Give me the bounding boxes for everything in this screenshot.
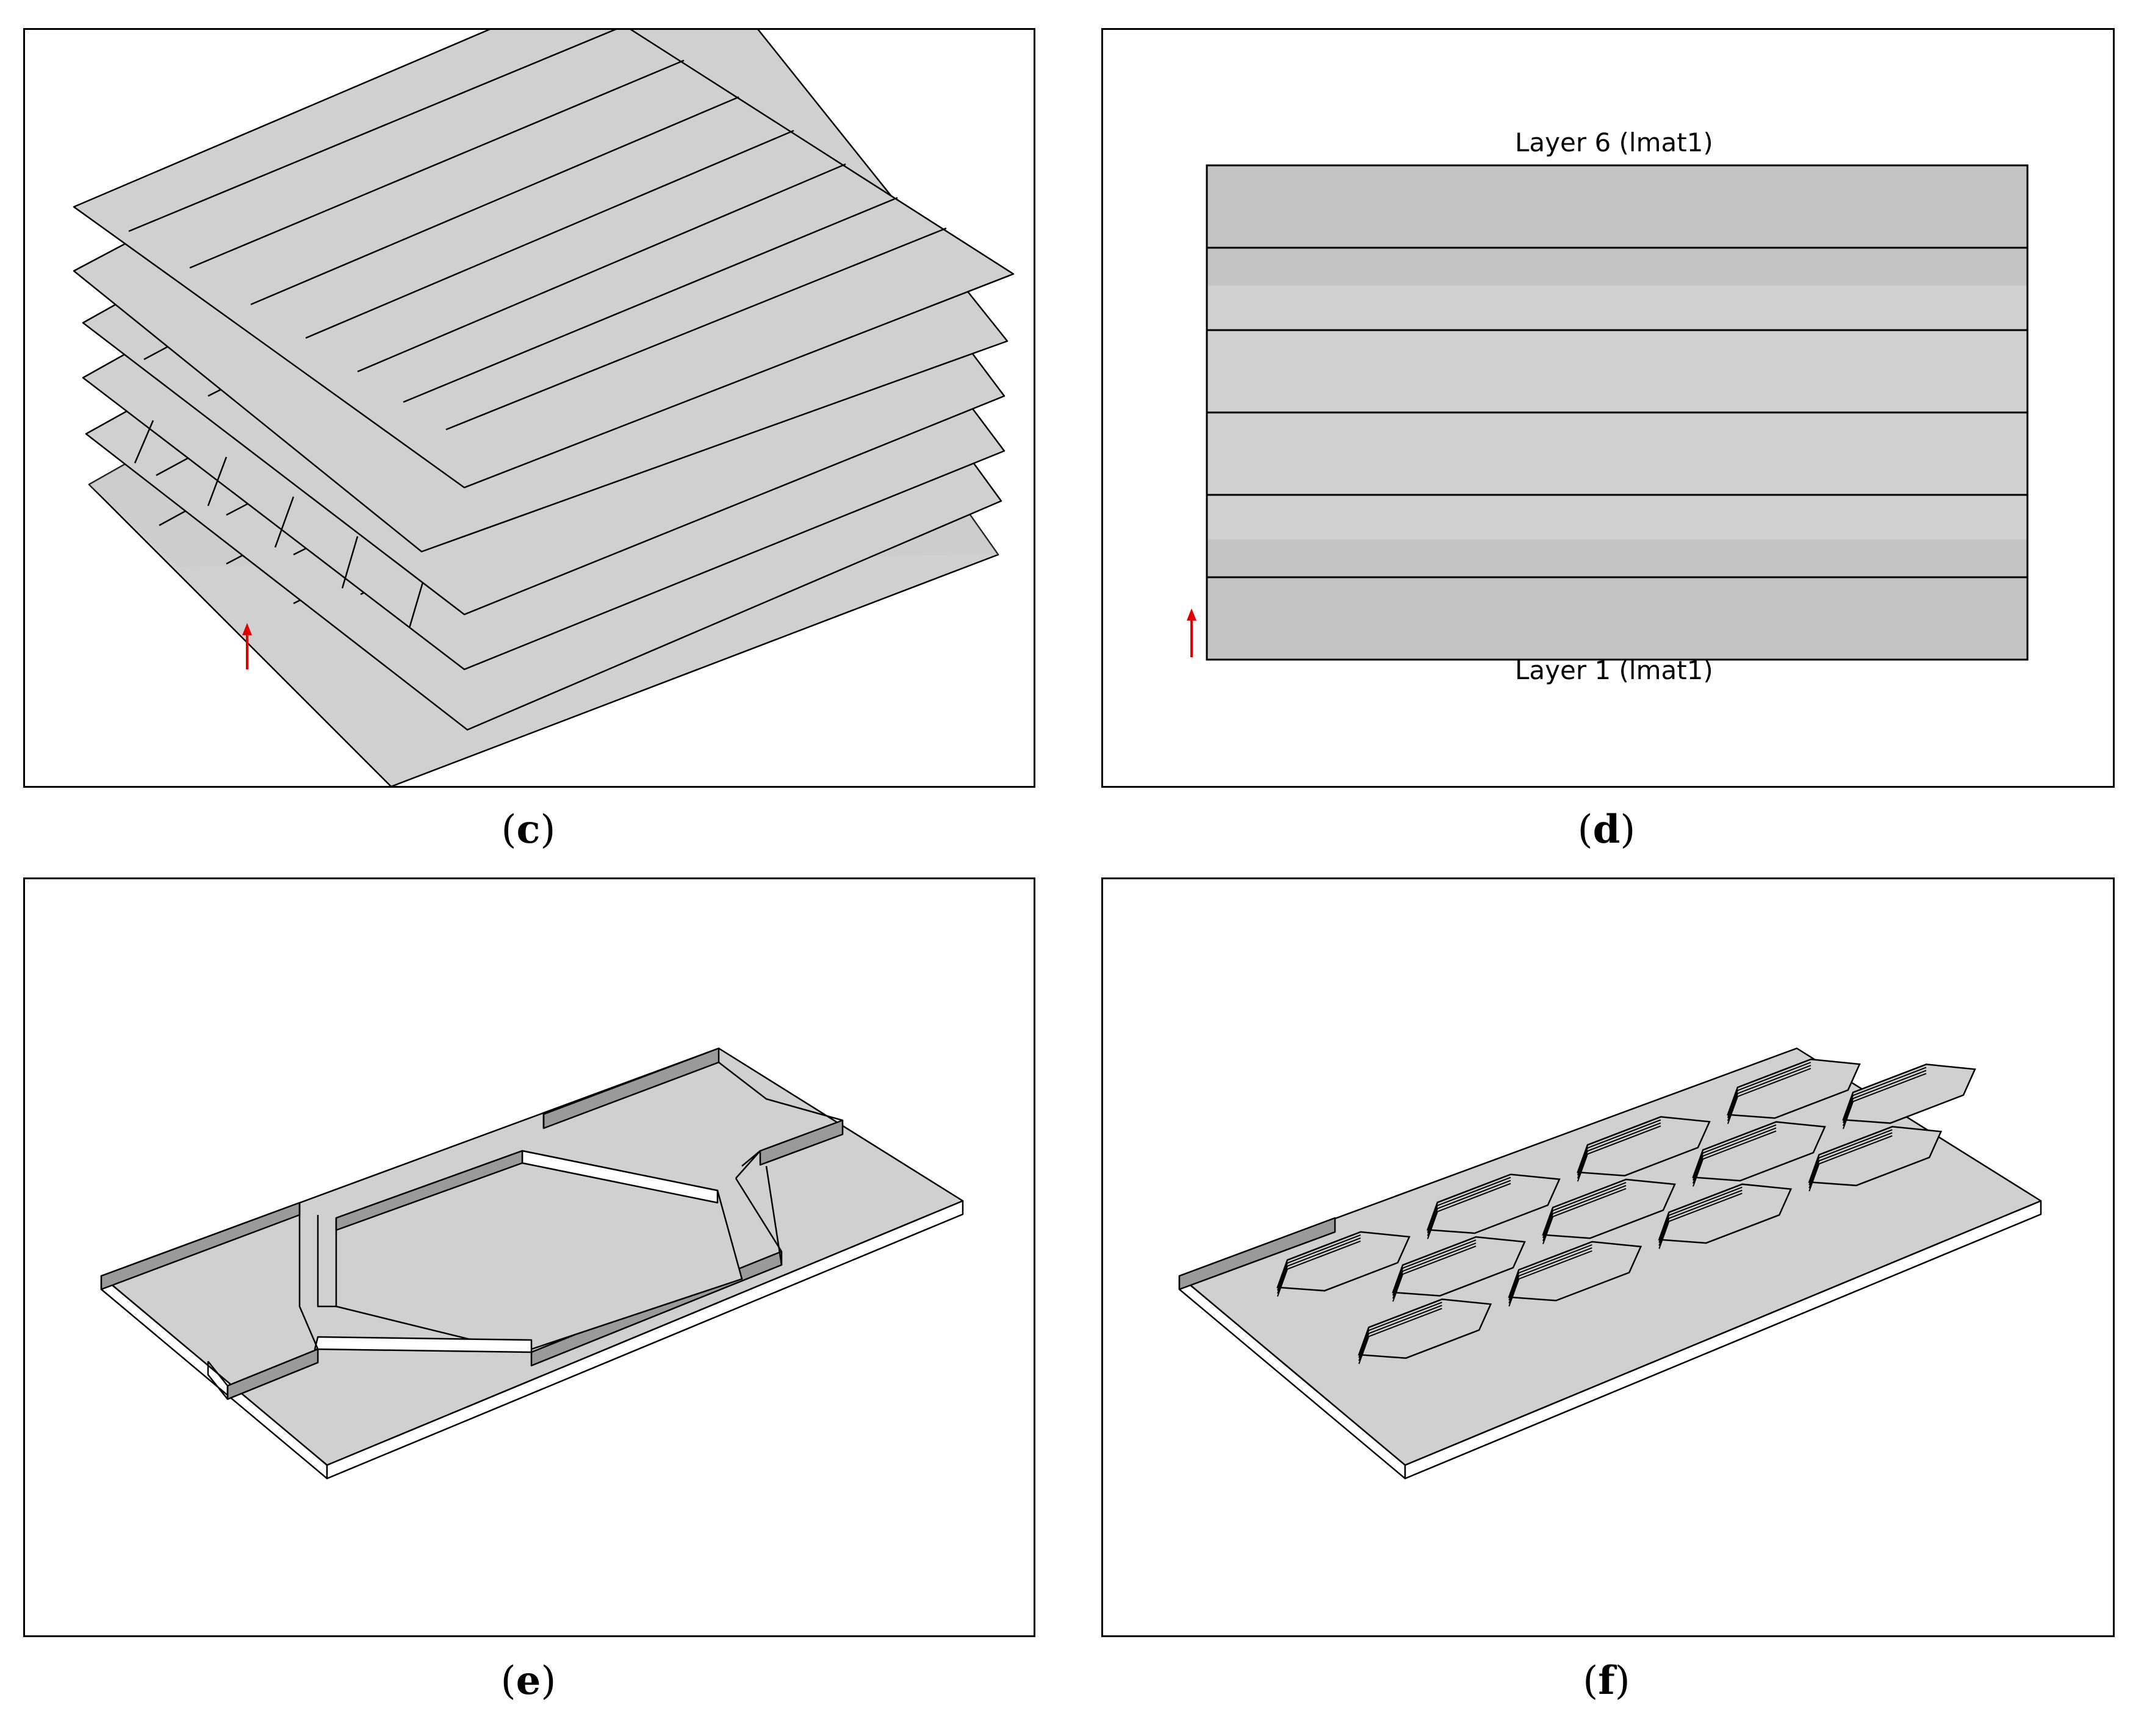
cell-wall-layer	[1692, 1127, 1777, 1184]
cell-wall-layer	[1542, 1187, 1627, 1245]
cell-wall-layer	[1508, 1244, 1592, 1301]
caption-d: (d)	[1577, 807, 1636, 852]
honeycomb-cell	[1727, 1058, 1861, 1119]
honeycomb-cell	[1392, 1236, 1526, 1297]
panel-f-drawing	[1178, 1047, 2042, 1480]
cell-wall-layer	[1358, 1302, 1442, 1358]
cell-wall-layer	[1508, 1250, 1592, 1307]
cell-wall-layer	[1276, 1237, 1361, 1294]
caption-f: (f)	[1583, 1658, 1630, 1704]
cell-wall-layer	[1658, 1192, 1743, 1249]
layer-1-label: Layer 1 (lmat1)	[1515, 655, 1713, 685]
panel-e-drawing	[100, 1047, 964, 1480]
cell-wall-layer	[1358, 1308, 1442, 1364]
cell-wall-layer	[1843, 1070, 1927, 1126]
honeycomb-cells	[1276, 1058, 1976, 1364]
panel-e-single-hexagon-cell	[23, 877, 1035, 1637]
honeycomb-cell	[1808, 1126, 1943, 1187]
honeycomb-cell	[1577, 1116, 1711, 1176]
honeycomb-cell	[1276, 1231, 1411, 1292]
layer-stack	[1206, 164, 2029, 661]
cell-wall-layer	[1843, 1067, 1927, 1123]
honeycomb-cell	[1692, 1121, 1826, 1182]
cell-wall-layer	[1577, 1122, 1661, 1179]
cell-wall-layer	[1276, 1234, 1361, 1291]
cell-wall-layer	[1508, 1247, 1592, 1304]
panel-f-honeycomb-panel	[1101, 877, 2115, 1637]
cell-wall-layer	[1392, 1245, 1477, 1302]
honeycomb-cell	[1842, 1064, 1976, 1124]
cell-wall-layer	[1692, 1130, 1777, 1187]
caption-c: (c)	[501, 807, 556, 852]
caption-e: (e)	[500, 1658, 556, 1704]
cell-wall-layer	[1843, 1073, 1927, 1129]
cell-wall-layer	[1392, 1242, 1477, 1299]
panel-c-drawing	[73, 30, 1015, 786]
axis-arrow	[242, 623, 252, 669]
cell-wall-layer	[1426, 1183, 1511, 1239]
cell-wall-layer	[1358, 1305, 1442, 1361]
honeycomb-cell	[1508, 1241, 1642, 1302]
honeycomb-cell	[1426, 1173, 1561, 1234]
cell-wall-layer	[1727, 1062, 1811, 1118]
cell-wall-layer	[1276, 1240, 1361, 1297]
layer-6-plate	[73, 30, 1015, 489]
cell-wall-layer	[1808, 1129, 1893, 1186]
honeycomb-cell	[1542, 1178, 1676, 1239]
cell-wall-layer	[1542, 1181, 1627, 1239]
cell-wall-layer	[1658, 1189, 1743, 1246]
panel-c-stacked-layers	[23, 28, 1035, 788]
axis-arrow	[1187, 608, 1196, 657]
cell-wall-layer	[1727, 1068, 1811, 1125]
honeycomb-cell	[1658, 1183, 1793, 1244]
cell-wall-layer	[1727, 1065, 1811, 1122]
panel-d-drawing	[1187, 164, 2029, 661]
cell-wall-layer	[1577, 1125, 1661, 1182]
cell-wall-layer	[1808, 1132, 1893, 1189]
cell-wall-layer	[1658, 1186, 1743, 1243]
cell-wall-layer	[1426, 1180, 1511, 1236]
cell-wall-layer	[1808, 1135, 1893, 1192]
honeycomb-cell	[1358, 1298, 1492, 1359]
cell-wall-layer	[1577, 1119, 1661, 1176]
cell-wall-layer	[1542, 1184, 1627, 1242]
cell-wall-layer	[1426, 1176, 1511, 1233]
cell-wall-layer	[1392, 1239, 1477, 1296]
panel-d-layer-cross-section: Layer 6 (lmat1) Layer 1 (lmat1)	[1101, 28, 2115, 788]
layer-6-label: Layer 6 (lmat1)	[1515, 128, 1713, 157]
cell-wall-layer	[1692, 1124, 1777, 1181]
